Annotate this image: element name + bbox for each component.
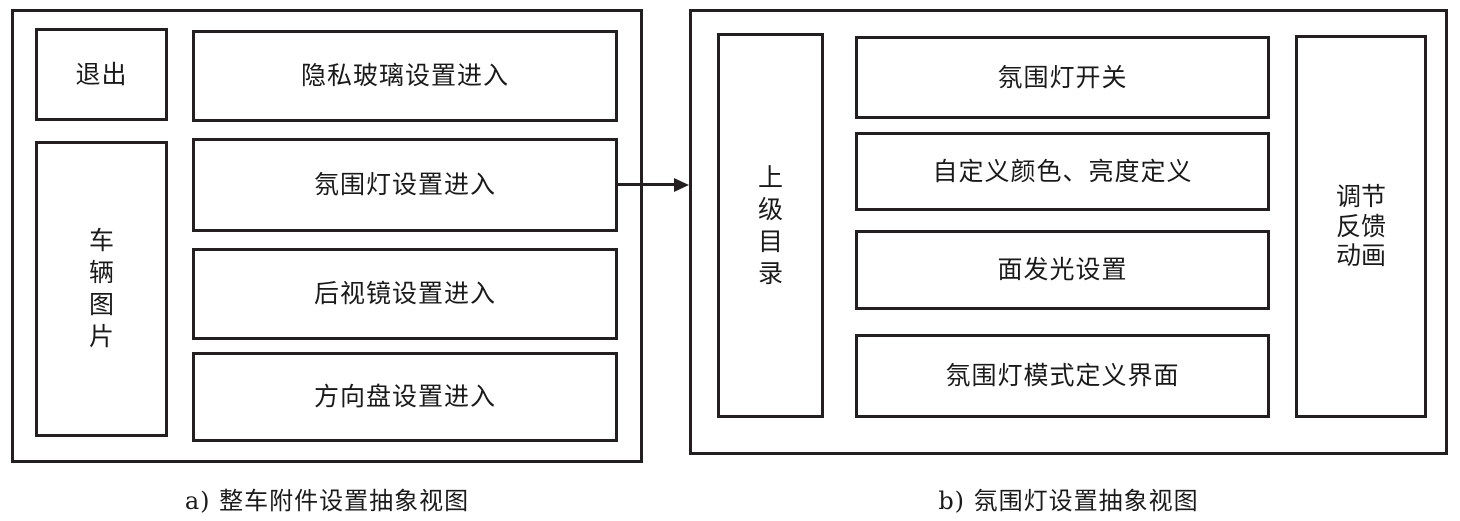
ambient-menu-item-surface-lighting-label: 面发光设置: [997, 255, 1128, 285]
ambient-menu-item-switch-label: 氛围灯开关: [997, 62, 1128, 92]
ambient-menu-item-custom-color-brightness-label: 自定义颜色、亮度定义: [932, 156, 1193, 186]
parent-menu-box[interactable]: 上级目录: [717, 33, 824, 418]
caption-right-text: b) 氛围灯设置抽象视图: [938, 487, 1199, 515]
ambient-menu-item-custom-color-brightness[interactable]: 自定义颜色、亮度定义: [855, 132, 1270, 211]
feedback-animation-label: 调节反馈动画: [1335, 182, 1386, 271]
ambient-menu-item-surface-lighting[interactable]: 面发光设置: [855, 230, 1270, 310]
menu-item-steering-wheel[interactable]: 方向盘设置进入: [192, 352, 618, 442]
connector-arrow-line: [618, 183, 676, 186]
exit-button-label: 退出: [75, 59, 128, 89]
menu-item-rear-mirror-label: 后视镜设置进入: [313, 279, 496, 309]
ambient-menu-item-mode-definition-label: 氛围灯模式定义界面: [945, 361, 1180, 391]
vehicle-image-placeholder: 车辆图片: [35, 141, 168, 437]
exit-button[interactable]: 退出: [35, 28, 168, 121]
parent-menu-label: 上级目录: [758, 162, 785, 288]
caption-left: a) 整车附件设置抽象视图: [11, 481, 643, 516]
vehicle-image-label: 车辆图片: [89, 226, 116, 351]
caption-right: b) 氛围灯设置抽象视图: [689, 481, 1448, 516]
feedback-animation-box: 调节反馈动画: [1295, 35, 1427, 418]
arrow-right-icon: [674, 177, 689, 192]
menu-item-privacy-glass-label: 隐私玻璃设置进入: [300, 61, 509, 91]
menu-item-steering-wheel-label: 方向盘设置进入: [313, 382, 496, 412]
ambient-menu-item-switch[interactable]: 氛围灯开关: [855, 36, 1270, 119]
menu-item-ambient-light[interactable]: 氛围灯设置进入: [192, 138, 618, 232]
caption-left-text: a) 整车附件设置抽象视图: [184, 487, 470, 515]
menu-item-privacy-glass[interactable]: 隐私玻璃设置进入: [192, 30, 618, 122]
ambient-menu-item-mode-definition[interactable]: 氛围灯模式定义界面: [855, 334, 1270, 418]
menu-item-ambient-light-label: 氛围灯设置进入: [313, 170, 496, 200]
menu-item-rear-mirror[interactable]: 后视镜设置进入: [192, 248, 618, 340]
